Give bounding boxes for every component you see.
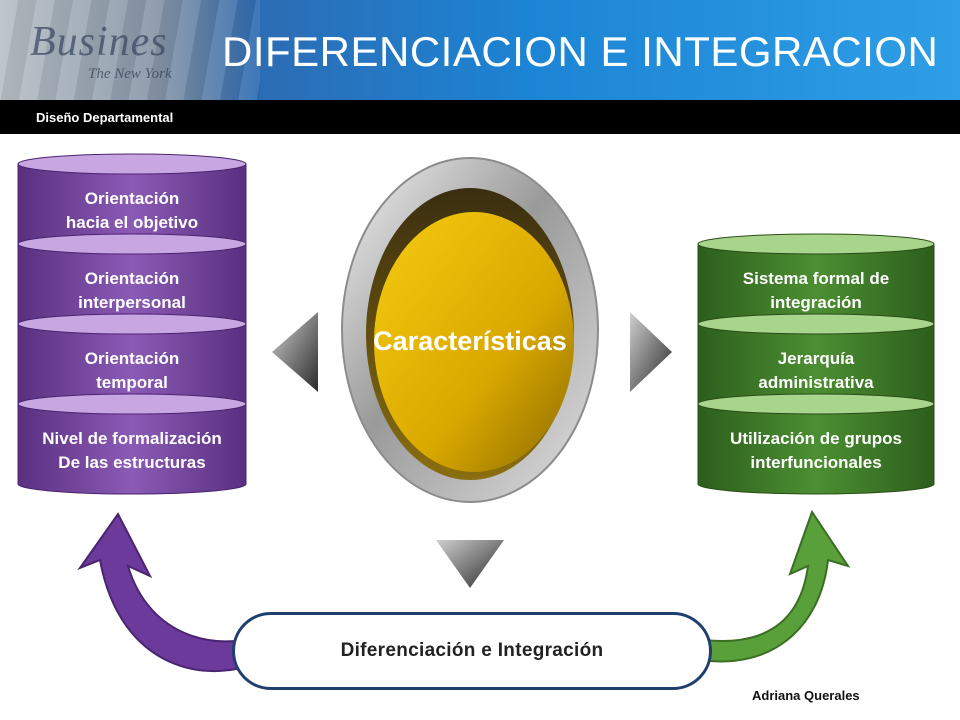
header-photo-sub: The New York bbox=[88, 66, 172, 82]
left-card-4: Nivel de formalización De las estructuras bbox=[17, 393, 247, 495]
right-card-top bbox=[697, 233, 935, 255]
green-curved-arrow bbox=[698, 509, 851, 663]
bottom-label-box: Diferenciación e Integración bbox=[232, 612, 712, 690]
slide-title: DIFERENCIACION E INTEGRACION bbox=[222, 28, 939, 75]
left-card-2: Orientación interpersonal bbox=[17, 233, 247, 335]
left-card-text: hacia el objetivo bbox=[66, 213, 198, 232]
subtitle-bar: Diseño Departamental bbox=[0, 100, 960, 134]
left-card-top bbox=[17, 233, 247, 255]
left-card-text: interpersonal bbox=[78, 293, 186, 312]
right-card-text: integración bbox=[770, 293, 862, 312]
left-card-top bbox=[17, 313, 247, 335]
right-card-3: Utilización de grupos interfuncionales bbox=[697, 393, 935, 495]
right-card-top bbox=[697, 313, 935, 335]
left-card-top bbox=[17, 153, 247, 175]
left-card-body bbox=[17, 403, 247, 495]
header-photo-word: Busines bbox=[30, 19, 168, 65]
down-arrow-icon bbox=[436, 540, 504, 588]
right-card-1: Sistema formal de integración bbox=[697, 233, 935, 335]
slide-subtitle: Diseño Departamental bbox=[36, 110, 174, 125]
purple-curved-arrow bbox=[77, 512, 274, 673]
right-card-text: administrativa bbox=[758, 373, 874, 392]
right-card-2: Jerarquía administrativa bbox=[697, 313, 935, 415]
left-card-text: Orientación bbox=[85, 189, 179, 208]
right-card-body bbox=[697, 403, 935, 495]
center-gold-disc bbox=[374, 212, 574, 472]
left-card-text: Nivel de formalización bbox=[42, 429, 222, 448]
right-card-text: Sistema formal de bbox=[743, 269, 889, 288]
left-card-top bbox=[17, 393, 247, 415]
right-card-text: Utilización de grupos bbox=[730, 429, 902, 448]
right-card-text: interfuncionales bbox=[750, 453, 881, 472]
left-arrow-icon bbox=[272, 312, 318, 392]
right-card-top bbox=[697, 393, 935, 415]
center-label: Características bbox=[373, 326, 567, 356]
header-banner: Busines The New York DIFERENCIACION E IN… bbox=[0, 0, 960, 100]
author-credit: Adriana Querales bbox=[752, 688, 860, 703]
left-card-text: Orientación bbox=[85, 349, 179, 368]
right-card-text: Jerarquía bbox=[778, 349, 855, 368]
left-card-text: Orientación bbox=[85, 269, 179, 288]
left-card-text: temporal bbox=[96, 373, 168, 392]
bottom-label: Diferenciación e Integración bbox=[340, 640, 604, 661]
right-arrow-icon bbox=[630, 312, 672, 392]
left-card-text: De las estructuras bbox=[58, 453, 205, 472]
header-photo: Busines The New York bbox=[0, 0, 260, 100]
